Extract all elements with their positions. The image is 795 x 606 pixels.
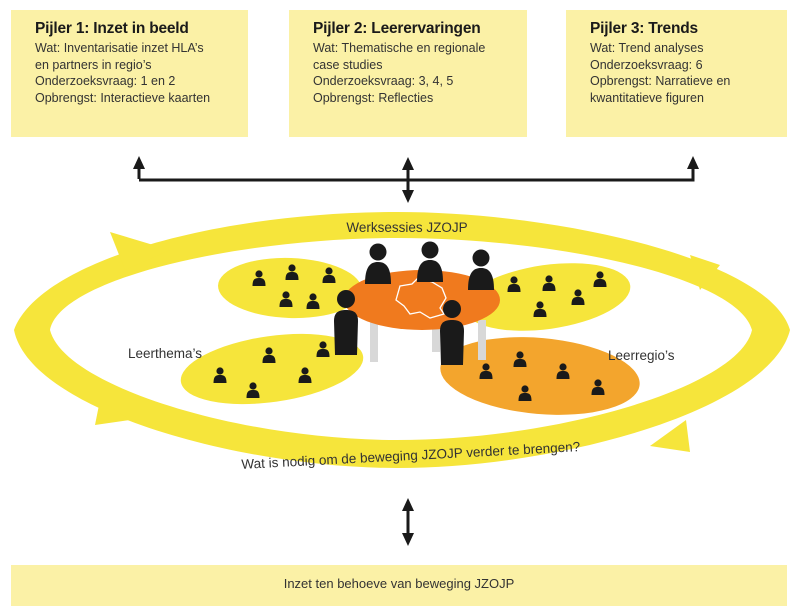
pillar-3-line-1: Wat: Trend analyses (590, 41, 704, 55)
pillar-2-line-3: Onderzoeksvraag: 3, 4, 5 (313, 74, 454, 88)
ring-top-label: Werksessies JZOJP (346, 220, 467, 235)
pillar-3-line-4: kwantitatieve figuren (590, 90, 704, 105)
footer-connector-arrow (402, 498, 414, 546)
footer-box: Inzet ten behoeve van beweging JZOJP (11, 565, 787, 606)
pillar-2-box: Pijler 2: Leerervaringen Wat: Thematisch… (289, 10, 527, 137)
petal-top-left (218, 257, 362, 319)
left-petal-label: Leerthema’s (128, 346, 202, 361)
pillar-2-line-2: case studies (313, 57, 383, 72)
pillar-1-line-2: en partners in regio’s (35, 57, 152, 72)
pillar-3-box: Pijler 3: Trends Wat: Trend analyses Ond… (566, 10, 787, 137)
pillar-1-box: Pijler 1: Inzet in beeld Wat: Inventaris… (11, 10, 248, 137)
pillar-1-title: Pijler 1: Inzet in beeld (35, 20, 189, 37)
pillar-3-title: Pijler 3: Trends (590, 20, 698, 37)
pillar-1-line-3: Onderzoeksvraag: 1 en 2 (35, 74, 176, 88)
pillar-2-title: Pijler 2: Leerervaringen (313, 20, 481, 37)
petal-right-orange (440, 337, 640, 415)
pillar-3-line-2: Onderzoeksvraag: 6 (590, 57, 703, 72)
pillar-1-line-4: Opbrengst: Interactieve kaarten (35, 90, 211, 105)
pillar-1-line-1: Wat: Inventarisatie inzet HLA’s (35, 41, 204, 55)
petal-left (180, 333, 364, 405)
petal-top-right (463, 263, 631, 331)
pillar-2-line-4: Opbrengst: Reflecties (313, 90, 434, 105)
pillar-3-line-3: Opbrengst: Narratieve en (590, 74, 731, 88)
pillar-connector-arrows (133, 156, 699, 203)
central-table (344, 270, 500, 362)
cycle-ring (14, 212, 790, 468)
right-petal-label: Leerregio’s (608, 348, 675, 363)
pillar-2-line-1: Wat: Thematische en regionale (313, 41, 486, 55)
footer-label: Inzet ten behoeve van beweging JZOJP (283, 576, 515, 591)
